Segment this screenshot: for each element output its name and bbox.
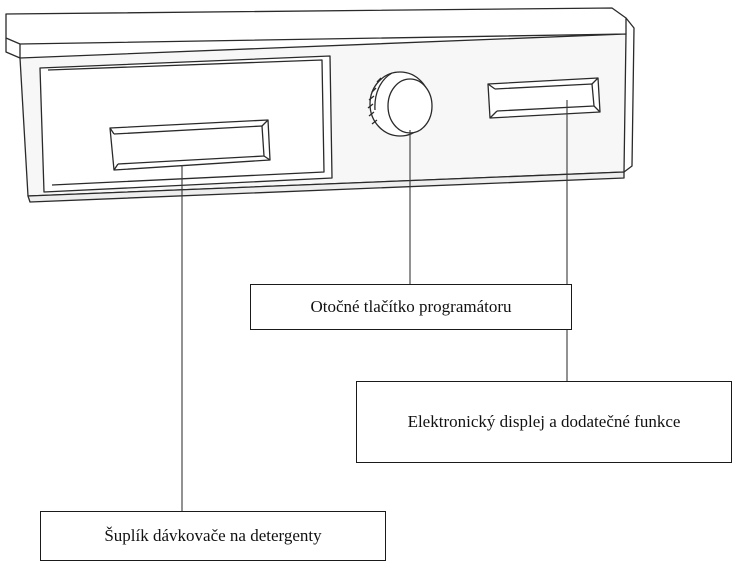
display-window-icon: [487, 77, 601, 119]
drawer-front-inner: [47, 59, 325, 186]
panel-bottom-lip: [27, 171, 625, 203]
callout-programmer-knob: Otočné tlačítko programátoru: [250, 284, 572, 330]
callout-electronic-display-label: Elektronický displej a dodatečné funkce: [407, 411, 681, 431]
panel-top-edge: [5, 38, 21, 59]
drawer-handle-icon: [109, 119, 271, 171]
callout-programmer-knob-label: Otočné tlačítko programátoru: [310, 296, 512, 316]
rotary-knob-icon: [367, 71, 433, 137]
callout-electronic-display: Elektronický displej a dodatečné funkce: [356, 381, 732, 463]
panel-right-side: [623, 17, 635, 173]
callout-detergent-drawer-label: Šuplík dávkovače na detergenty: [104, 525, 322, 545]
callout-detergent-drawer: Šuplík dávkovače na detergenty: [40, 511, 386, 561]
